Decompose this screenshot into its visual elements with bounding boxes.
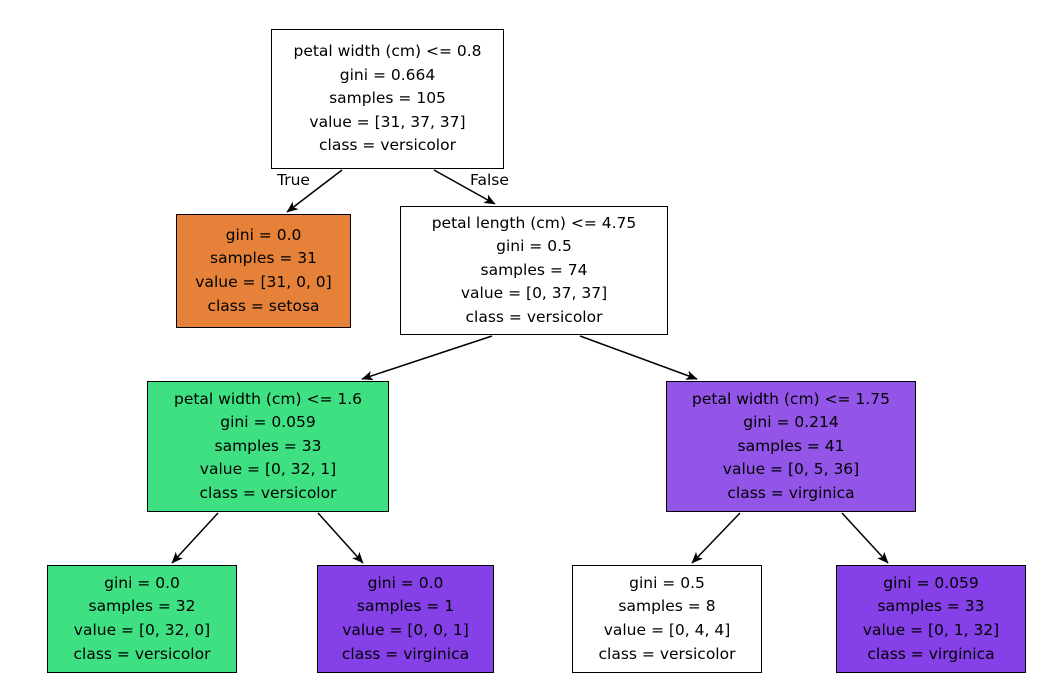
node-text-line: samples = 31 (210, 249, 317, 268)
tree-edge-n2-n3 (361, 335, 493, 381)
node-text-line: samples = 33 (877, 597, 985, 616)
node-text-line: petal width (cm) <= 0.8 (293, 42, 482, 61)
node-text-line: class = versicolor (319, 136, 456, 155)
edge-label-false: False (470, 171, 509, 189)
node-text-line: value = [0, 32, 1] (199, 460, 337, 479)
tree-edge-n4-n8 (841, 512, 889, 564)
node-text-line: samples = 8 (618, 597, 716, 616)
node-text-line: value = [31, 37, 37] (309, 112, 466, 131)
node-text-line: value = [0, 0, 1] (342, 621, 469, 639)
tree-node-n8[interactable]: gini = 0.059 samples = 33 value = [0, 1, 3… (836, 565, 1026, 673)
node-text-line: gini = 0.059 (220, 413, 316, 432)
node-text-line: value = [31, 0, 0] (195, 273, 332, 291)
tree-node-n5[interactable]: gini = 0.0 samples = 32 value = [0, 32, 0]… (47, 565, 237, 673)
node-text-line: samples = 105 (329, 89, 446, 108)
tree-node-n4[interactable]: petal width (cm) <= 1.75 gini = 0.214 samp… (666, 381, 916, 512)
node-text-line: class = versicolor (199, 483, 337, 502)
node-text-line: class = virginica (341, 644, 470, 663)
tree-node-n1[interactable]: gini = 0.0 samples = 31 value = [31, 0, 0]… (176, 214, 351, 328)
node-text-line: class = versicolor (465, 307, 603, 326)
node-text-line: samples = 41 (737, 436, 845, 455)
node-text-line: gini = 0.0 (104, 573, 180, 592)
tree-node-n2[interactable]: petal length (cm) <= 4.75 gini = 0.5 sampl… (400, 206, 668, 335)
node-text-line: petal length (cm) <= 4.75 (431, 213, 637, 232)
node-text-line: class = versicolor (73, 644, 211, 663)
node-text-line: value = [0, 37, 37] (460, 284, 608, 303)
tree-edge-n3-n6 (317, 512, 364, 564)
node-text-line: gini = 0.059 (883, 573, 979, 592)
node-text-line: gini = 0.0 (367, 573, 444, 592)
node-text-line: class = versicolor (598, 644, 736, 663)
node-text-line: value = [0, 1, 32] (862, 621, 1000, 639)
node-text-line: petal width (cm) <= 1.6 (173, 389, 363, 408)
tree-edge-n3-n5 (171, 512, 219, 564)
node-text-line: petal width (cm) <= 1.75 (692, 389, 890, 408)
tree-node-n7[interactable]: gini = 0.5 samples = 8 value = [0, 4, 4] cl… (572, 565, 762, 673)
node-text-line: samples = 32 (88, 597, 196, 616)
node-text-line: class = setosa (207, 296, 320, 315)
tree-node-n3[interactable]: petal width (cm) <= 1.6 gini = 0.059 sampl… (147, 381, 389, 512)
node-text-line: gini = 0.5 (496, 237, 572, 256)
node-text-line: gini = 0.5 (629, 573, 705, 592)
node-text-line: samples = 1 (356, 597, 455, 616)
node-text-line: value = [0, 5, 36] (722, 460, 860, 479)
edge-label-true: True (277, 171, 310, 189)
node-text-line: gini = 0.664 (339, 65, 436, 84)
tree-edge-n4-n7 (691, 512, 741, 564)
node-text-line: gini = 0.0 (225, 225, 302, 244)
node-text-line: value = [0, 4, 4] (603, 621, 731, 639)
tree-edge-n2-n4 (579, 335, 698, 380)
node-text-line: gini = 0.214 (743, 413, 839, 432)
node-text-line: value = [0, 32, 0] (73, 621, 211, 639)
node-text-line: samples = 74 (480, 260, 588, 279)
node-text-line: class = virginica (867, 644, 995, 663)
tree-node-n6[interactable]: gini = 0.0 samples = 1 value = [0, 0, 1] cl… (317, 565, 494, 673)
tree-node-n0[interactable]: petal width (cm) <= 0.8 gini = 0.664 sampl… (271, 29, 504, 169)
node-text-line: class = virginica (727, 483, 855, 502)
node-text-line: samples = 33 (214, 436, 322, 455)
